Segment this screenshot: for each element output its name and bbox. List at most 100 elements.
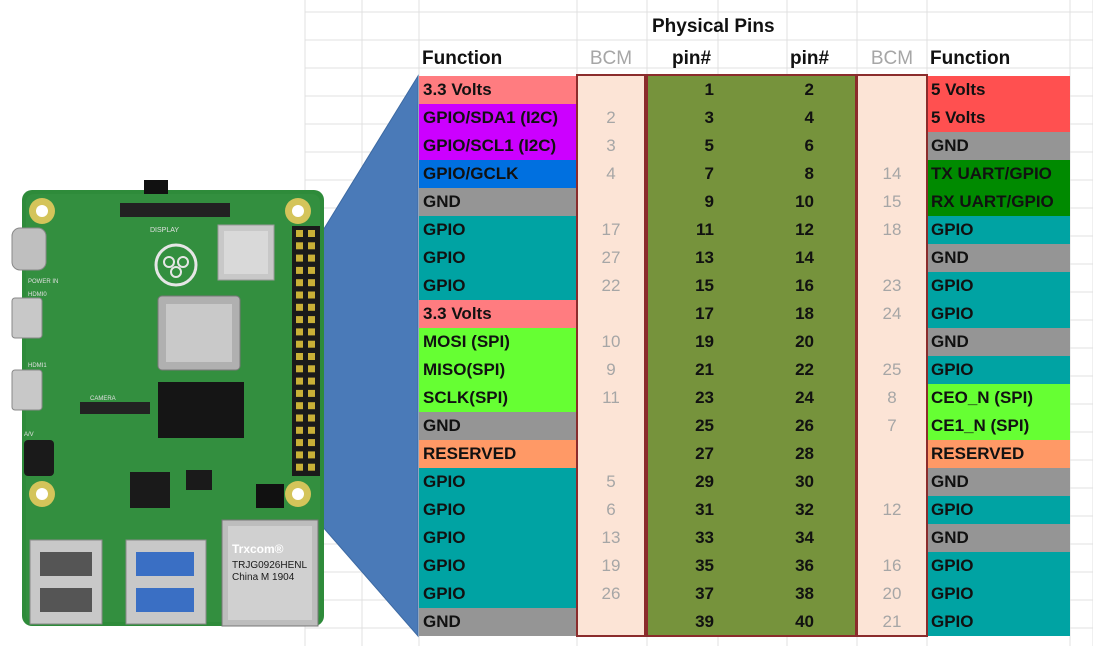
svg-text:CAMERA: CAMERA — [90, 396, 116, 402]
right-function-cell: GND — [927, 524, 1070, 552]
left-bcm-cell: 9 — [606, 360, 616, 379]
left-pin-cell: 39 — [695, 612, 714, 631]
gpio-header — [292, 226, 320, 476]
right-function-cell: GPIO — [927, 552, 1070, 580]
right-pin-cell: 12 — [795, 220, 814, 239]
poe-header — [256, 484, 284, 508]
left-function-cell: 3.3 Volts — [419, 300, 576, 328]
left-function-cell: GPIO — [419, 244, 576, 272]
header-pin — [296, 340, 303, 348]
right-bcm-cell: 25 — [882, 360, 902, 379]
ram-chip — [158, 382, 244, 438]
right-pin-cell: 26 — [795, 416, 814, 435]
right-function-cell: GND — [927, 244, 1070, 272]
header-right-bcm: BCM — [870, 48, 914, 69]
right-function-cell: GPIO — [927, 300, 1070, 328]
left-function-cell: GPIO/SDA1 (I2C) — [419, 104, 576, 132]
right-function-cell: TX UART/GPIO — [927, 160, 1070, 188]
left-pin-cell: 5 — [704, 136, 714, 155]
left-bcm-cell: 6 — [606, 500, 616, 519]
left-function-cell: GPIO — [419, 552, 576, 580]
bcm-right-column — [857, 75, 927, 636]
header-pin — [308, 340, 315, 348]
left-function-cell: GPIO — [419, 468, 576, 496]
left-function-cell: MOSI (SPI) — [419, 328, 576, 356]
left-function-cell: MISO(SPI) — [419, 356, 576, 384]
right-pin-cell: 2 — [804, 80, 814, 99]
right-bcm-cell: 8 — [887, 388, 897, 407]
right-bcm-cell: 12 — [882, 500, 902, 519]
right-pin-cell: 16 — [795, 276, 814, 295]
pin-number-column — [647, 75, 856, 636]
right-pin-cell: 24 — [795, 388, 814, 407]
right-pin-cell: 32 — [795, 500, 814, 519]
header-pin — [296, 242, 303, 250]
header-pin — [296, 365, 303, 373]
svg-text:POWER IN: POWER IN — [28, 279, 58, 285]
header-pin — [308, 279, 315, 287]
header-pin — [296, 254, 303, 262]
right-bcm-cell: 15 — [882, 192, 902, 211]
left-bcm-cell: 22 — [601, 276, 621, 295]
header-pin — [308, 402, 315, 410]
hdmi1-port — [11, 369, 43, 411]
left-function-cell: GPIO — [419, 272, 576, 300]
right-function-cell: 5 Volts — [927, 76, 1070, 104]
left-pin-cell: 27 — [695, 444, 714, 463]
left-function-cell: GPIO/SCL1 (I2C) — [419, 132, 576, 160]
header-pin — [296, 303, 303, 311]
left-pin-cell: 21 — [695, 360, 714, 379]
left-function-cell: GND — [419, 608, 576, 636]
header-right-function: Function — [930, 48, 1011, 69]
right-bcm-cell: 14 — [882, 164, 902, 183]
header-pin — [296, 463, 303, 471]
right-function-cell: CEO_N (SPI) — [927, 384, 1070, 412]
left-pin-cell: 13 — [695, 248, 714, 267]
header-pin — [296, 451, 303, 459]
svg-text:Trxcom®: Trxcom® — [232, 542, 284, 556]
header-pin — [308, 463, 315, 471]
header-pin — [296, 414, 303, 422]
left-bcm-cell: 17 — [601, 220, 621, 239]
right-pin-cell: 38 — [795, 584, 814, 603]
left-pin-cell: 35 — [695, 556, 714, 575]
header-pin — [308, 303, 315, 311]
left-bcm-cell: 26 — [601, 584, 621, 603]
header-pin — [296, 377, 303, 385]
left-pin-cell: 9 — [704, 192, 714, 211]
left-pin-cell: 3 — [704, 108, 714, 127]
svg-text:HDMI0: HDMI0 — [28, 292, 47, 298]
left-bcm-cell: 27 — [601, 248, 621, 267]
svg-text:TRJG0926HENL: TRJG0926HENL — [232, 560, 307, 571]
right-function-cell: GND — [927, 468, 1070, 496]
right-pin-cell: 28 — [795, 444, 814, 463]
header-pin — [308, 230, 315, 237]
right-function-cell: GND — [927, 328, 1070, 356]
header-left-bcm: BCM — [589, 48, 633, 69]
header-pin — [296, 389, 303, 397]
header-pin — [308, 377, 315, 385]
left-pin-cell: 23 — [695, 388, 714, 407]
left-bcm-cell: 4 — [606, 164, 616, 183]
mounting-holes — [29, 198, 311, 507]
bcm-right-border — [856, 74, 928, 637]
left-pin-cell: 17 — [695, 304, 714, 323]
header-pin — [308, 242, 315, 250]
left-bcm-cell: 2 — [606, 108, 616, 127]
header-pin — [296, 316, 303, 324]
header-left-function: Function — [422, 48, 503, 69]
svg-text:A/V: A/V — [24, 432, 34, 438]
header-pin — [308, 389, 315, 397]
right-bcm-cell: 24 — [882, 304, 902, 323]
right-bcm-cell: 18 — [882, 220, 902, 239]
header-pin — [296, 353, 303, 360]
camera-connector — [80, 402, 150, 414]
header-pin — [308, 451, 315, 459]
left-bcm-cell: 13 — [601, 528, 621, 547]
right-function-cell: RX UART/GPIO — [927, 188, 1070, 216]
right-bcm-cell: 23 — [882, 276, 902, 295]
header-pin — [308, 316, 315, 324]
right-pin-cell: 14 — [795, 248, 814, 267]
right-pin-cell: 8 — [804, 164, 814, 183]
right-function-cell: CE1_N (SPI) — [927, 412, 1070, 440]
